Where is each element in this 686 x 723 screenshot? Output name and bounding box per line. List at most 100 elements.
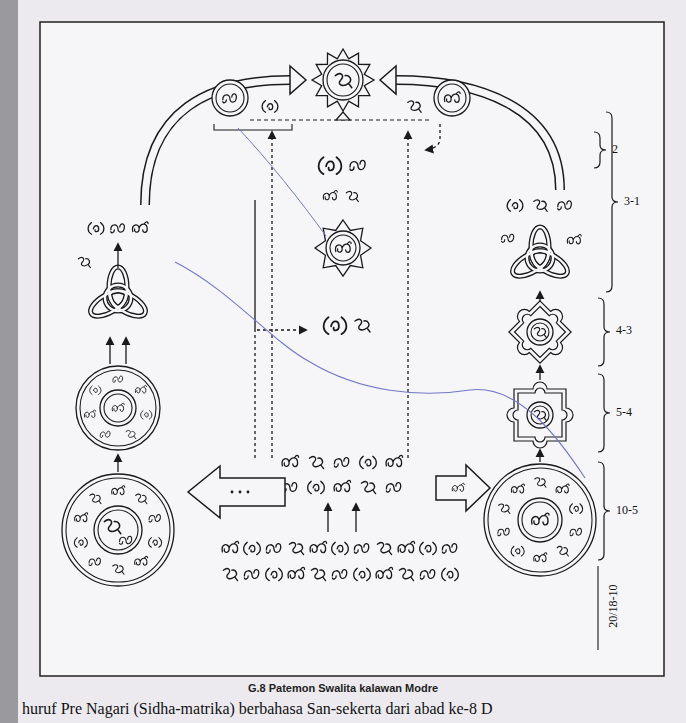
sun-disc [326, 231, 360, 265]
script-glyph [377, 543, 391, 555]
script-glyph [135, 556, 148, 565]
up-arrow [539, 292, 540, 302]
script-glyph [511, 546, 524, 556]
script-glyph [360, 456, 377, 468]
script-glyph [309, 457, 323, 469]
triquetra-knot [527, 245, 553, 271]
script-glyph [535, 478, 546, 487]
small-triangle [336, 112, 350, 120]
script-glyph [133, 222, 149, 233]
triquetra-knot [509, 246, 553, 282]
script-glyph [74, 538, 87, 548]
script-glyph [319, 157, 342, 174]
script-glyph [88, 223, 104, 235]
bracket [598, 374, 610, 452]
script-glyph [113, 376, 123, 382]
script-glyph [136, 494, 147, 503]
flow-arc [396, 80, 560, 190]
script-glyph [120, 536, 132, 544]
script-glyph [113, 565, 124, 574]
script-glyph [534, 200, 548, 211]
script-glyph [111, 224, 125, 233]
block-arrow [436, 465, 490, 511]
script-glyph [332, 542, 349, 554]
inner-ring [527, 319, 553, 345]
script-glyph [135, 385, 146, 393]
script-glyph [335, 74, 352, 88]
script-glyph [532, 513, 549, 525]
script-glyph [244, 542, 261, 554]
inner-ring [104, 394, 132, 422]
up-arrow [125, 338, 126, 364]
inner-ring [522, 502, 558, 538]
script-glyph [355, 319, 370, 332]
script-glyph [149, 514, 160, 521]
triquetra-knot [105, 285, 131, 311]
script-glyph [534, 553, 547, 562]
ratio-label: 4-3 [616, 323, 632, 337]
dot-mark [239, 491, 242, 494]
script-glyph [89, 558, 100, 565]
script-glyph [445, 92, 461, 103]
small-circle [434, 80, 470, 116]
script-glyph [311, 569, 325, 581]
dotted-arrow [426, 124, 440, 150]
script-glyph [149, 538, 162, 548]
script-glyph [442, 544, 456, 553]
figure-frame [40, 22, 664, 676]
lobed-diamond [499, 291, 581, 373]
up-arrow [109, 338, 110, 364]
script-glyph [558, 201, 572, 210]
flow-arrowhead [380, 66, 396, 94]
script-glyph [332, 570, 346, 579]
script-glyph [442, 568, 459, 580]
lobed-diamond [507, 299, 572, 364]
script-glyph [104, 520, 121, 534]
script-glyph [84, 410, 95, 418]
dot-mark [231, 491, 234, 494]
script-glyph [310, 541, 326, 552]
script-glyph [502, 234, 514, 242]
small-circle [438, 84, 466, 112]
script-glyph [354, 544, 368, 553]
bracket [598, 298, 610, 366]
script-glyph [350, 160, 365, 170]
ratio-label: 5-4 [616, 405, 632, 419]
triquetra-knot [87, 286, 131, 322]
inner-ring [518, 498, 562, 542]
script-glyph [361, 482, 375, 494]
ratio-label: 20/18-10 [606, 585, 620, 628]
page-ground [18, 0, 686, 723]
script-glyph [126, 430, 136, 438]
inner-ring [98, 510, 138, 550]
script-glyph [75, 513, 88, 522]
script-glyph [100, 431, 110, 437]
script-glyph [557, 547, 568, 556]
script-glyph [223, 569, 237, 581]
pen-mark [238, 128, 326, 236]
ratio-label: 3-1 [624, 194, 640, 208]
script-glyph [288, 567, 304, 578]
script-glyph [399, 569, 413, 581]
small-circle [212, 80, 248, 116]
sun-disc [330, 235, 356, 261]
bracket [597, 566, 598, 650]
script-glyph [222, 541, 238, 552]
script-glyph [452, 483, 464, 491]
script-glyph [336, 242, 352, 253]
script-glyph [534, 410, 546, 420]
script-glyph [334, 458, 348, 467]
up-arrow [539, 366, 540, 380]
dotted-arrow [255, 200, 306, 458]
sun-rays [312, 49, 374, 111]
script-glyph [499, 504, 510, 513]
script-glyph [398, 541, 414, 552]
ratio-label: 2 [612, 142, 618, 156]
script-glyph [244, 570, 258, 579]
ratio-label: 10-5 [616, 503, 638, 517]
script-glyph [223, 94, 237, 103]
script-glyph [308, 481, 325, 493]
script-glyph [112, 403, 124, 411]
inner-ring [527, 402, 553, 428]
